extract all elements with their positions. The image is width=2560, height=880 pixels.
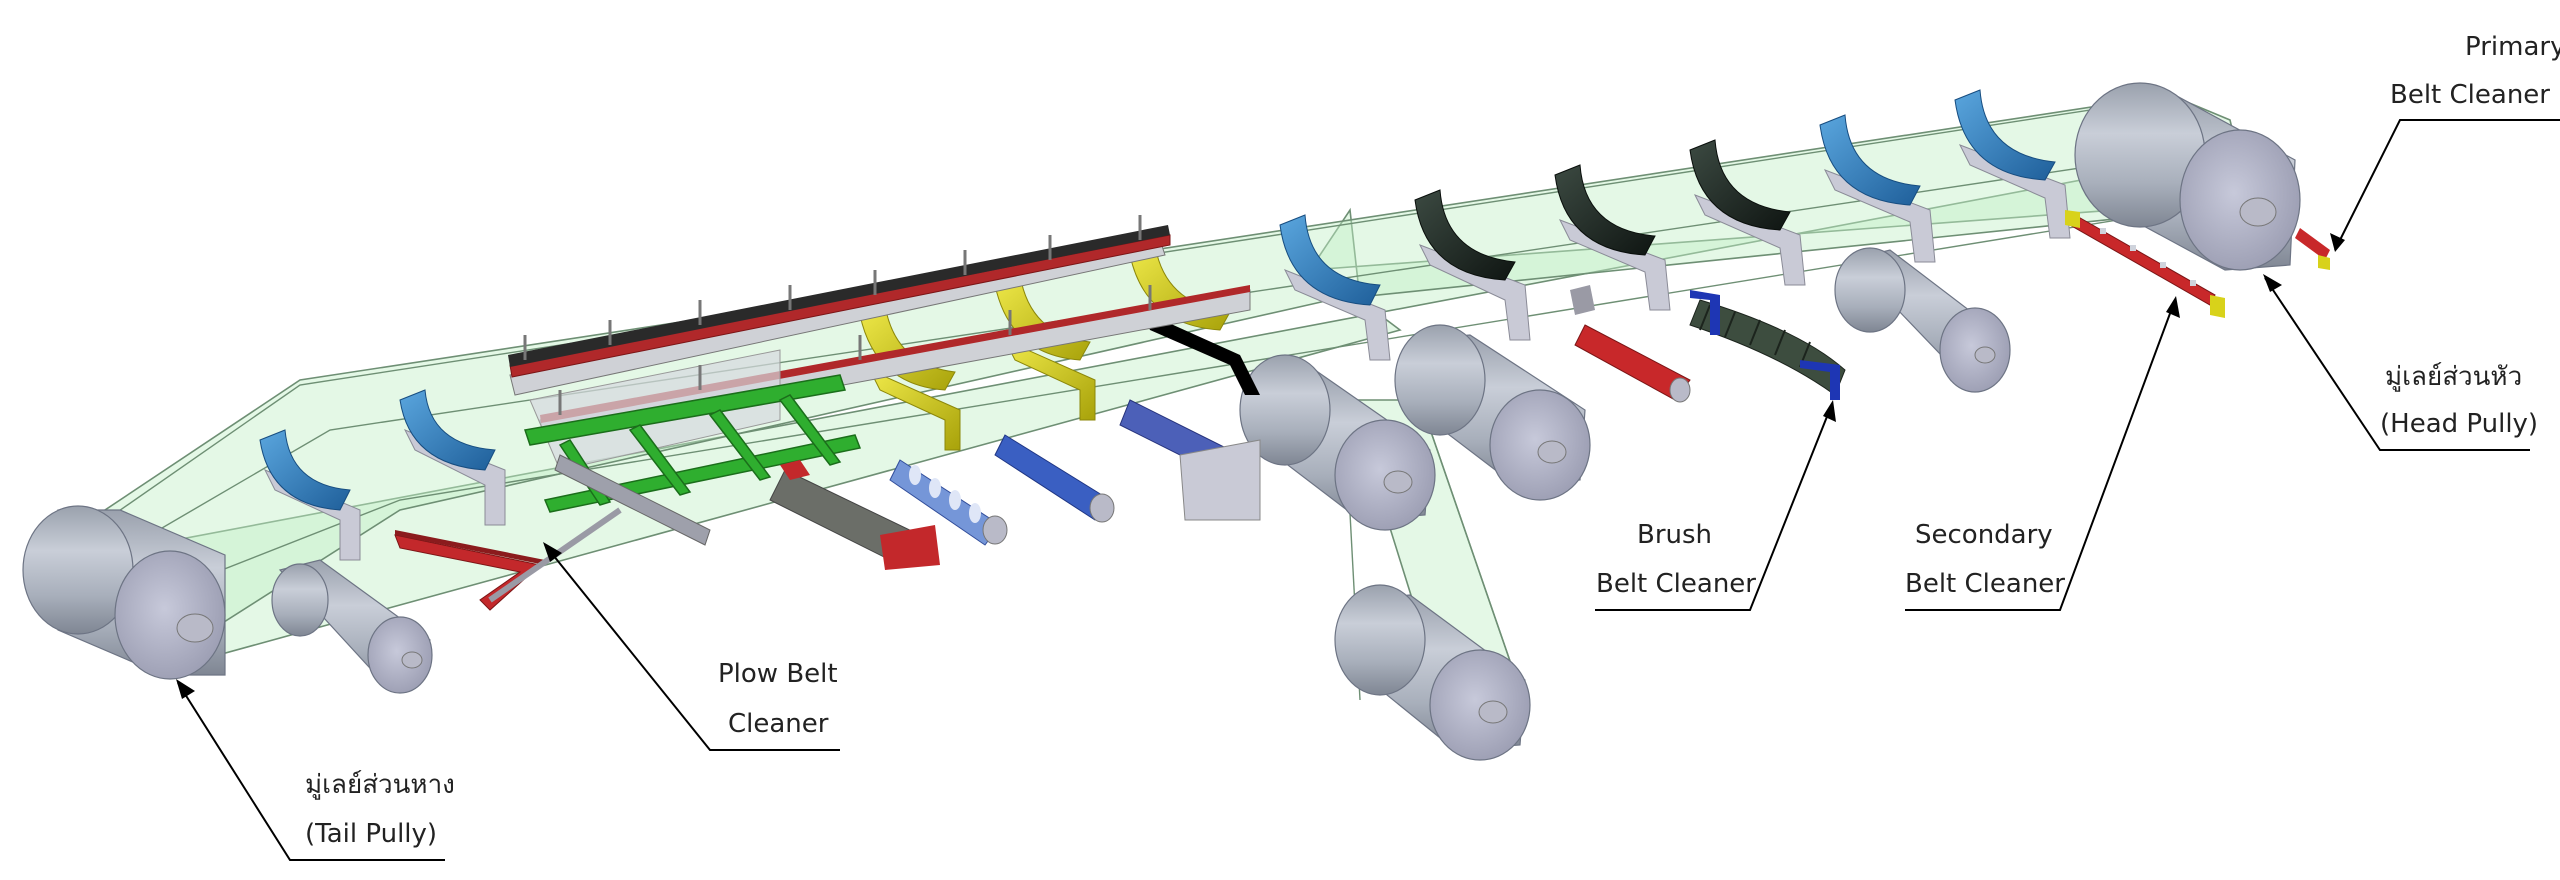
label-tail-line2: (Tail Pully) (305, 819, 437, 849)
label-brush-line2: Belt Cleaner (1596, 569, 1756, 599)
label-primary-line2: Belt Cleaner (2390, 80, 2550, 110)
idler-blue-1 (259, 429, 361, 561)
takeup-pulley (1334, 584, 1531, 761)
return-roller-right (1834, 247, 2011, 393)
idler-blue-2 (399, 389, 506, 526)
label-plow-line1: Plow Belt (718, 659, 838, 689)
primary-belt-cleaner (2295, 228, 2330, 270)
impact-bed-beam (554, 454, 711, 546)
label-head-line2: (Head Pully) (2380, 409, 2538, 439)
loading-skirt (508, 215, 1251, 471)
label-tail-pulley: มู่เลย์ส่วนหาง (Tail Pully) (305, 770, 455, 849)
return-idler-navy (1119, 399, 1261, 521)
label-brush-line1: Brush (1637, 520, 1712, 550)
label-primary-line1: Primary (2465, 32, 2560, 62)
idler-blue-5 (1954, 89, 2071, 239)
label-secondary-line1: Secondary (1915, 520, 2053, 550)
idler-dark-2 (1554, 164, 1671, 311)
label-head-line1: มู่เลย์ส่วนหัว (2385, 362, 2522, 392)
bend-pulley-2 (1394, 324, 1591, 501)
idler-dark-3 (1689, 139, 1806, 286)
label-brush-belt-cleaner: Brush Belt Cleaner (1596, 520, 1756, 599)
label-tail-line1: มู่เลย์ส่วนหาง (305, 770, 455, 800)
return-idler-spiral (889, 459, 1008, 546)
label-plow-line2: Cleaner (728, 709, 829, 739)
return-idler-red-2 (1570, 285, 1691, 403)
label-primary-belt-cleaner: Primary Belt Cleaner (2390, 32, 2560, 110)
bend-pulley-1 (1239, 354, 1436, 531)
label-plow-belt-cleaner: Plow Belt Cleaner (718, 659, 838, 739)
secondary-belt-cleaner (2065, 210, 2225, 318)
label-secondary-belt-cleaner: Secondary Belt Cleaner (1905, 520, 2065, 599)
return-roller-tail (271, 559, 433, 694)
idler-dark-1 (1414, 189, 1531, 341)
brush-belt-cleaner (1689, 290, 1846, 400)
return-idler-red-1 (769, 460, 940, 570)
return-idler-blue (994, 434, 1115, 523)
label-secondary-line2: Belt Cleaner (1905, 569, 2065, 599)
idler-blue-3 (1279, 214, 1391, 361)
tail-pulley (22, 505, 226, 680)
head-pulley (2074, 82, 2301, 271)
label-head-pulley: มู่เลย์ส่วนหัว (Head Pully) (2380, 362, 2538, 439)
idler-blue-4 (1819, 114, 1936, 263)
leader-lines (176, 119, 2560, 861)
